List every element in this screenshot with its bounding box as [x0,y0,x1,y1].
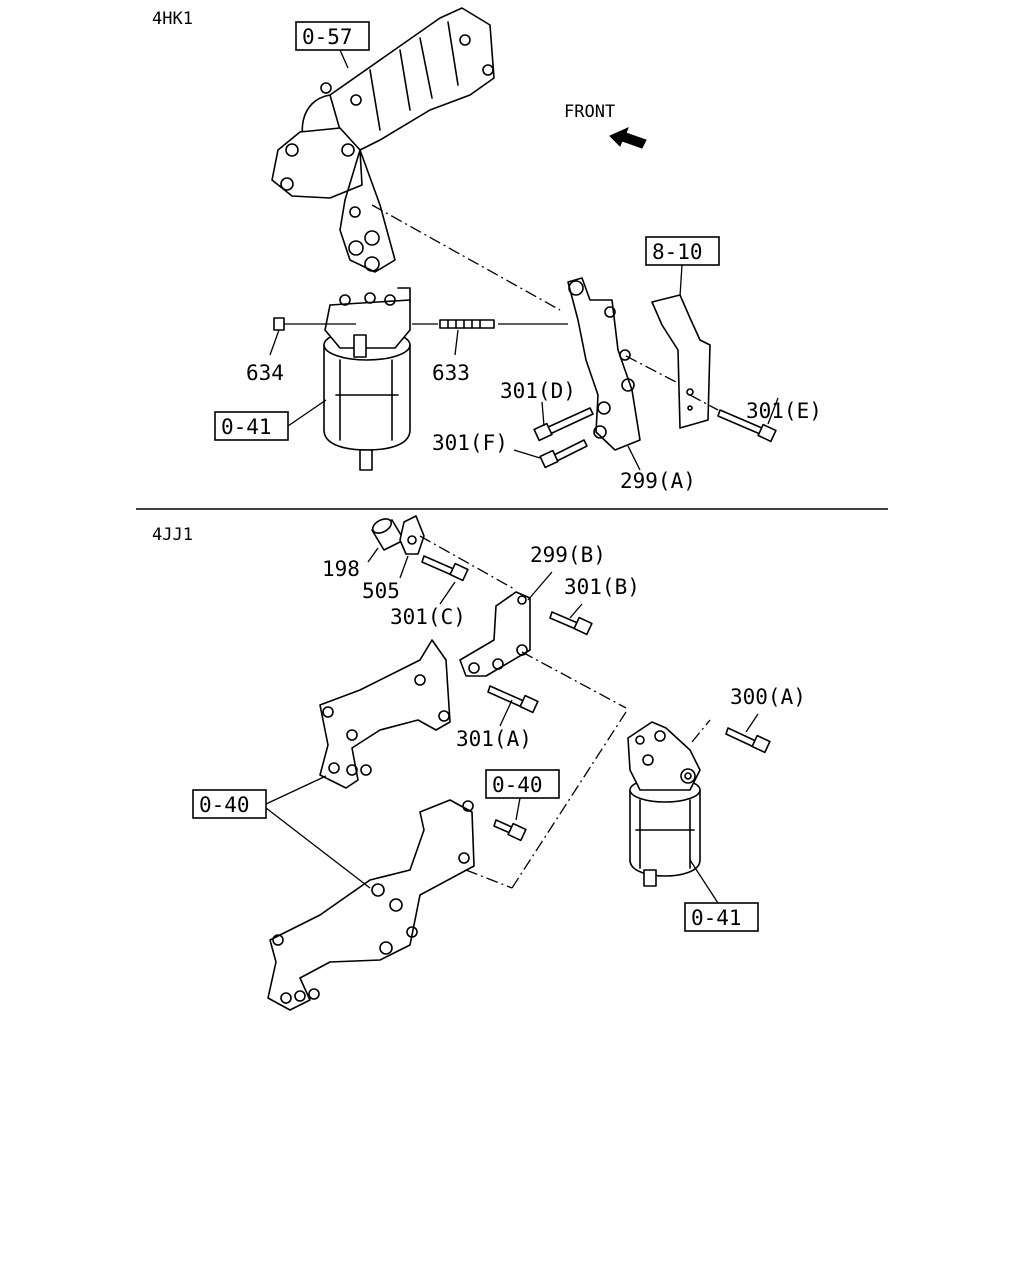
front-arrow-icon [609,127,647,149]
ref-box-0-40-right [485,769,560,799]
fuel-filter-top [323,287,411,471]
bracket-299a [567,277,641,451]
ref-label-8-10: 8-10 [652,240,703,264]
bolt-300a [725,727,771,754]
ref-box-8-10 [645,236,720,266]
fuel-filter-bottom [627,721,701,887]
bolt-301a [487,685,539,714]
bolt-301c [421,555,469,582]
section-label-4jj1: 4JJ1 [152,525,193,545]
section-label-4hk1: 4HK1 [152,9,193,29]
part-633 [439,319,495,329]
part-label-198: 198 [322,557,360,581]
ref-label-0-40-left: 0-40 [199,793,250,817]
ref-label-0-40-right: 0-40 [492,773,543,797]
part-label-505: 505 [362,579,400,603]
part-label-301f: 301(F) [432,431,508,455]
engine-bracket-lower [267,799,475,1011]
bolt-bracket-lower [493,819,527,842]
ref-box-0-40-left [192,789,267,819]
part-label-300a: 300(A) [730,685,806,709]
part-label-633: 633 [432,361,470,385]
fuel-cooler-assembly [271,7,495,273]
bracket-8-10 [651,294,711,429]
ref-box-0-57 [295,21,370,51]
ref-label-0-57: 0-57 [302,25,353,49]
front-label: FRONT [564,102,615,122]
bolt-301d [533,407,594,442]
ref-label-0-41-bottom: 0-41 [691,906,742,930]
collar-198 [371,518,405,551]
part-label-301c: 301(C) [390,605,466,629]
bolt-301b [549,611,593,636]
bolt-301f [539,439,588,469]
washer-505 [399,515,425,555]
part-label-301d: 301(D) [500,379,576,403]
part-label-301e: 301(E) [746,399,822,423]
bolt-301e [717,409,777,443]
part-634 [273,317,285,331]
part-label-301b: 301(B) [564,575,640,599]
ref-label-0-41-top: 0-41 [221,415,272,439]
part-label-301a: 301(A) [456,727,532,751]
engine-bracket-upper [319,639,451,789]
ref-box-0-41-bottom [684,902,759,932]
bracket-299b [459,591,531,677]
part-label-634: 634 [246,361,284,385]
part-label-299a: 299(A) [620,469,696,493]
part-label-299b: 299(B) [530,543,606,567]
